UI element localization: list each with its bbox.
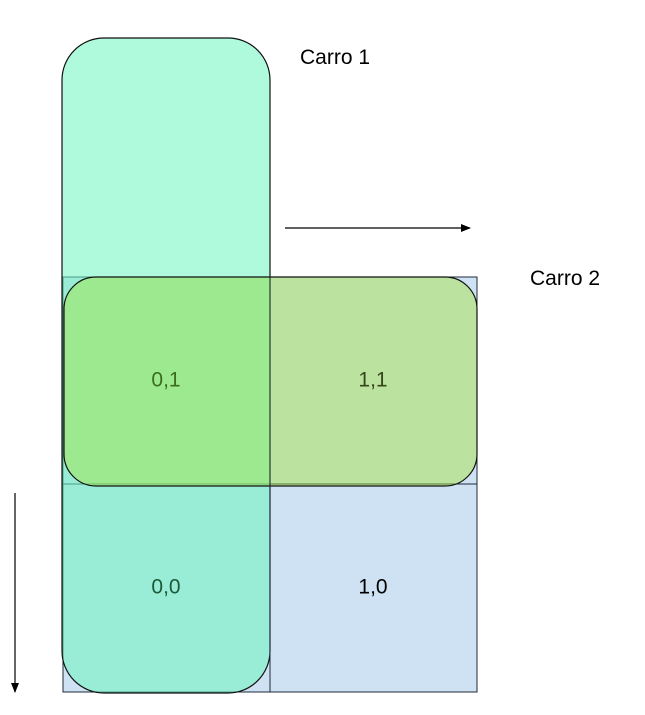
car-2-label: Carro 2 — [530, 267, 600, 290]
cell-label-0-1: 0,1 — [151, 369, 180, 392]
grid-cell-1-0 — [269, 483, 478, 693]
grid-cell-1-1 — [269, 276, 478, 485]
cell-label-1-0: 1,0 — [358, 576, 387, 599]
cell-label-1-1: 1,1 — [358, 369, 387, 392]
car-1-label: Carro 1 — [300, 46, 370, 69]
cell-label-0-0: 0,0 — [151, 576, 180, 599]
